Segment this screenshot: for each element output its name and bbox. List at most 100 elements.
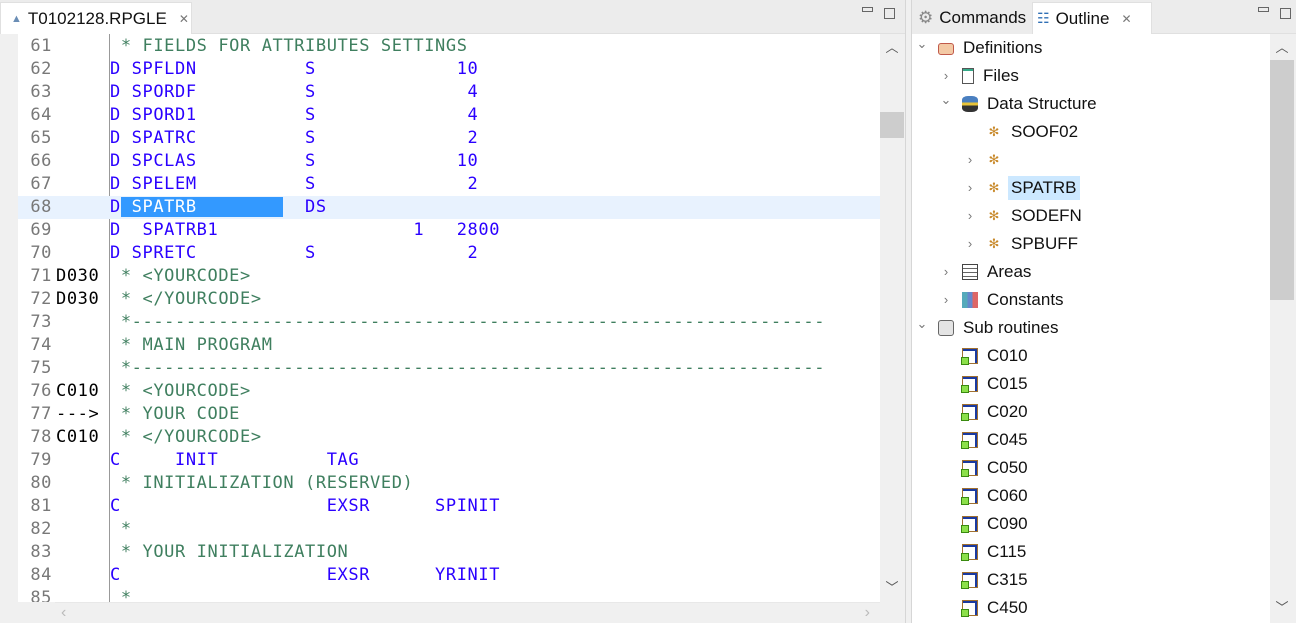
tree-item[interactable]: ✻SPATRB <box>986 174 1080 202</box>
scroll-right-icon[interactable]: › <box>864 604 870 621</box>
code-line[interactable]: 85 * <box>18 587 880 602</box>
subroutine-icon <box>961 376 978 393</box>
definitions-folder-icon <box>938 43 954 55</box>
line-number: 72 <box>30 289 52 309</box>
code-text: C EXSR SPINIT <box>110 496 501 516</box>
code-text: * <box>110 519 132 539</box>
tree-item[interactable]: C015 <box>961 370 1031 398</box>
line-number: 77 <box>30 404 52 424</box>
code-line[interactable]: 81 C EXSR SPINIT <box>18 495 880 518</box>
scroll-down-icon[interactable]: ﹀ <box>1275 600 1289 615</box>
tab-outline[interactable]: ☷ Outline ✕ <box>1032 2 1152 34</box>
code-line[interactable]: 82 * <box>18 518 880 541</box>
tree-item[interactable]: C045 <box>961 426 1031 454</box>
chevron-down-icon[interactable]: ⌄ <box>940 92 952 107</box>
close-icon[interactable]: ✕ <box>178 11 189 26</box>
chevron-right-icon[interactable]: › <box>967 236 973 251</box>
code-line[interactable]: 61 * FIELDS FOR ATTRIBUTES SETTINGS <box>18 35 880 58</box>
chevron-right-icon[interactable]: › <box>943 264 949 279</box>
tree-item[interactable]: C090 <box>961 510 1031 538</box>
chevron-right-icon[interactable]: › <box>967 152 973 167</box>
chevron-right-icon[interactable]: › <box>967 180 973 195</box>
vertical-scrollbar[interactable]: ︿ ﹀ <box>880 34 904 602</box>
tree-item-label: C450 <box>987 598 1028 617</box>
tree-item[interactable]: ✻ <box>986 146 1014 174</box>
sequence-marker: C010 <box>56 427 100 447</box>
tab-label: T0102128.RPGLE <box>27 8 167 28</box>
code-line[interactable]: 75 *------------------------------------… <box>18 357 880 380</box>
code-text: * </YOURCODE> <box>110 289 262 309</box>
tree-item[interactable]: C315 <box>961 566 1031 594</box>
minimize-button[interactable] <box>862 7 873 12</box>
scroll-up-icon[interactable]: ︿ <box>885 40 899 55</box>
vertical-scrollbar[interactable]: ︿ ﹀ <box>1270 34 1294 623</box>
tree-item[interactable]: ✻SODEFN <box>986 202 1085 230</box>
subroutine-icon <box>961 572 978 589</box>
tree-item[interactable]: ✻SPBUFF <box>986 230 1081 258</box>
scroll-left-icon[interactable]: ‹ <box>61 604 67 621</box>
tree-item-label: C020 <box>987 402 1028 421</box>
code-text: *---------------------------------------… <box>110 358 826 378</box>
tree-item[interactable]: C115 <box>961 538 1029 566</box>
horizontal-scrollbar[interactable]: ‹ › <box>55 602 880 623</box>
code-text: D SPFLDN S 10 <box>110 59 479 79</box>
chevron-right-icon[interactable]: › <box>943 68 949 83</box>
close-icon[interactable]: ✕ <box>1121 11 1132 26</box>
code-line[interactable]: 63 D SPORDF S 4 <box>18 81 880 104</box>
line-number: 81 <box>30 496 52 516</box>
cog-icon: ✻ <box>988 236 1000 251</box>
line-number: 78 <box>30 427 52 447</box>
tree-item[interactable]: C450 <box>961 594 1031 622</box>
maximize-button[interactable] <box>1280 8 1291 19</box>
scroll-thumb[interactable] <box>880 112 904 138</box>
code-line[interactable]: 83 * YOUR INITIALIZATION <box>18 541 880 564</box>
tab-commands[interactable]: ⚙ Commands <box>912 2 1032 34</box>
tree-item-label: C090 <box>987 514 1028 533</box>
code-line[interactable]: 77---> * YOUR CODE <box>18 403 880 426</box>
chevron-right-icon[interactable]: › <box>967 208 973 223</box>
maximize-button[interactable] <box>884 8 895 19</box>
chevron-down-icon[interactable]: ⌄ <box>916 36 928 51</box>
minimize-button[interactable] <box>1258 7 1269 12</box>
tree-item[interactable]: Areas <box>962 258 1034 286</box>
outline-tabbar: ⚙ Commands ☷ Outline ✕ <box>912 0 1296 34</box>
tree-item-label: C010 <box>987 346 1028 365</box>
scroll-thumb[interactable] <box>1270 60 1294 300</box>
line-number: 63 <box>30 82 52 102</box>
sequence-marker: D030 <box>56 289 100 309</box>
tree-item[interactable]: C010 <box>961 342 1031 370</box>
tree-item[interactable]: C060 <box>961 482 1031 510</box>
tree-item[interactable]: Files <box>962 62 1022 90</box>
code-text: D SPORDF S 4 <box>110 82 479 102</box>
tab-source-file[interactable]: ▲ T0102128.RPGLE ✕ <box>0 2 192 34</box>
tree-item[interactable]: Definitions <box>938 34 1045 62</box>
tree-item[interactable]: Sub routines <box>938 314 1061 342</box>
chevron-right-icon[interactable]: › <box>943 292 949 307</box>
scroll-down-icon[interactable]: ﹀ <box>885 580 899 595</box>
tree-item[interactable]: Data Structure <box>962 90 1100 118</box>
code-line[interactable]: 74 * MAIN PROGRAM <box>18 334 880 357</box>
tree-item[interactable]: C020 <box>961 398 1031 426</box>
scroll-up-icon[interactable]: ︿ <box>1275 40 1289 55</box>
chevron-down-icon[interactable]: ⌄ <box>916 316 928 331</box>
tree-item[interactable]: Constants <box>962 286 1067 314</box>
code-line[interactable]: 73 *------------------------------------… <box>18 311 880 334</box>
code-line[interactable]: 80 * INITIALIZATION (RESERVED) <box>18 472 880 495</box>
tree-item[interactable]: ✻SOOF02 <box>986 118 1081 146</box>
tree-item[interactable]: C050 <box>961 454 1031 482</box>
